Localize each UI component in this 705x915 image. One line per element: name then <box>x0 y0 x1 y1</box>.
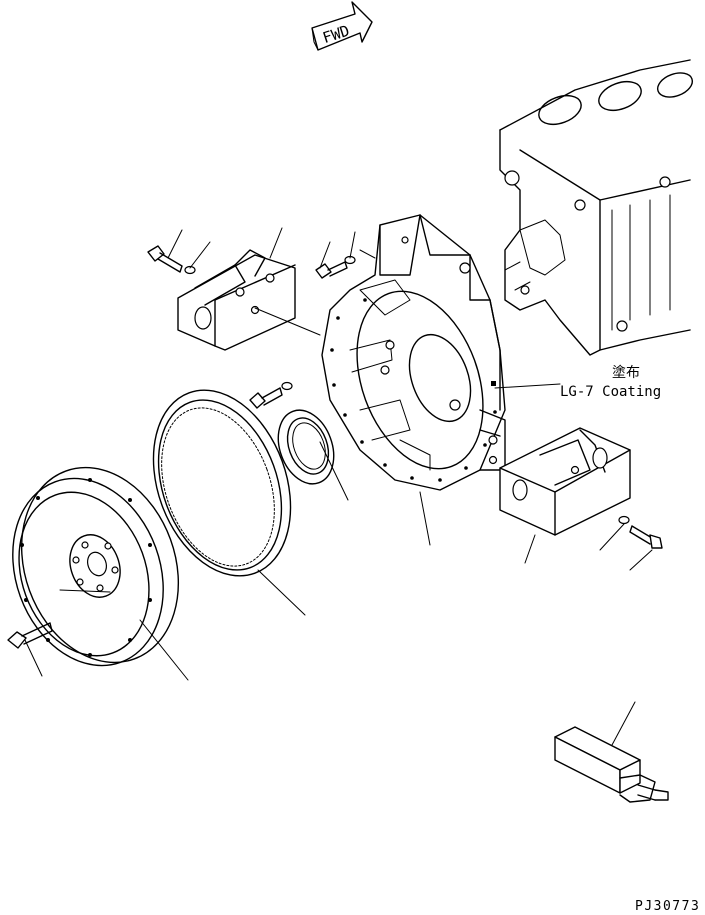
drawing-code: PJ30773 <box>635 899 700 914</box>
coating-en-label: LG-7 Coating <box>560 384 661 400</box>
bolt-flywheel <box>7 622 53 649</box>
housing-rim-dots <box>330 298 497 482</box>
lower-mount-bracket <box>499 427 631 536</box>
engine-block <box>499 59 694 356</box>
flywheel <box>12 466 180 667</box>
flywheel-rim-dots <box>20 478 152 657</box>
oil-seal <box>277 409 335 485</box>
special-tool <box>554 726 669 803</box>
upper-mount-bracket <box>177 249 296 351</box>
fwd-arrow: FWD <box>311 1 373 51</box>
coating-jp-label: 塗布 <box>612 364 640 381</box>
washer-lower-right <box>618 515 630 525</box>
bolt-upper-left <box>147 245 196 275</box>
bolt-housing-left <box>249 381 293 409</box>
bolt-lower-right <box>618 515 663 549</box>
ring-gear <box>152 389 292 577</box>
bolt-upper-mid <box>315 255 356 279</box>
leader-lines <box>24 227 653 746</box>
washer-upper-left <box>184 265 196 275</box>
flywheel-housing <box>321 214 506 491</box>
washer-housing-left <box>281 381 293 391</box>
coating-note: 塗布 LG-7 Coating <box>560 364 661 400</box>
